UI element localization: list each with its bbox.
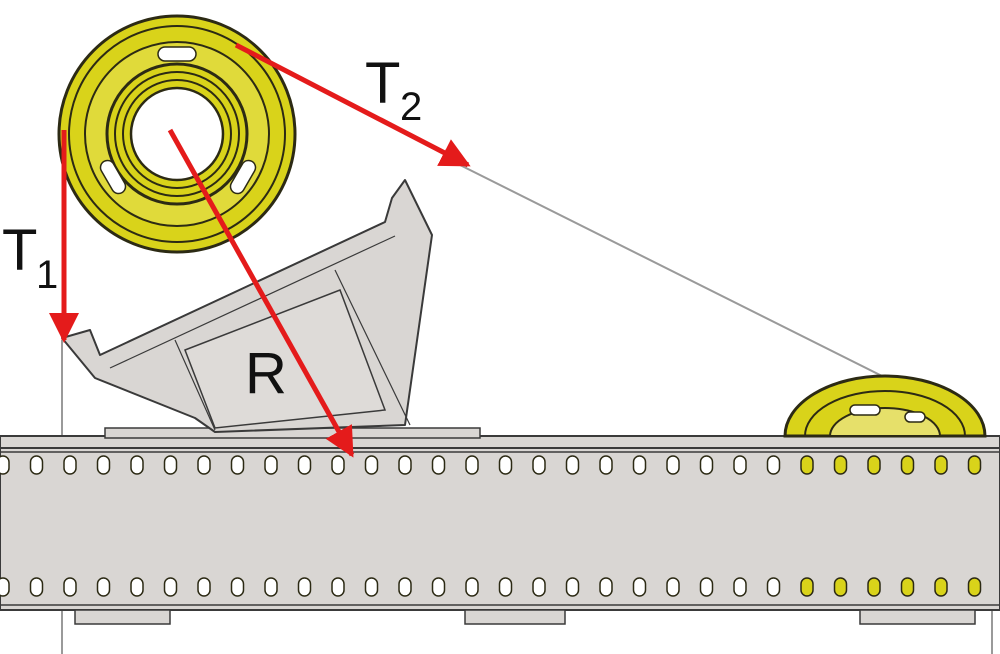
beam-slot (63, 455, 77, 475)
beam-slot (699, 455, 714, 475)
beam-foot (74, 609, 171, 625)
beam-foot (464, 609, 566, 625)
lower-pulley-wheel (783, 374, 987, 438)
beam-slot (498, 455, 513, 475)
beam-slot (800, 455, 814, 475)
beam-slot (264, 577, 278, 597)
beam-slot (63, 577, 77, 597)
beam-slot (163, 577, 178, 597)
beam-slot (431, 455, 446, 475)
beam-slot (197, 577, 211, 597)
belt-line-diagonal (459, 164, 901, 386)
beam-slot (364, 577, 379, 597)
beam-slot (532, 577, 546, 597)
beam-slot (733, 577, 747, 597)
beam-slot (297, 455, 312, 475)
beam-slot (96, 577, 111, 597)
beam-slot (197, 455, 211, 475)
beam-slot (297, 577, 312, 597)
beam-slot (29, 455, 44, 475)
beam-slot (967, 577, 982, 597)
beam-slot (699, 577, 714, 597)
t1-label: T (2, 218, 37, 283)
beam-slot (331, 455, 345, 475)
beam-slot (163, 455, 178, 475)
beam-slot (934, 577, 948, 597)
beam-slot (766, 455, 781, 475)
beam-slot (867, 455, 881, 475)
t2-force-arrow (234, 42, 471, 168)
beam-slot (465, 455, 479, 475)
beam-slot (498, 577, 513, 597)
r-label: R (245, 341, 287, 406)
beam-slot (833, 577, 848, 597)
beam-slot (800, 577, 814, 597)
beam-slot (130, 577, 144, 597)
idler-bracket (61, 179, 481, 439)
beam-slot (431, 577, 446, 597)
beam-slot (565, 577, 580, 597)
beam-slot (230, 455, 245, 475)
beam-slot (0, 577, 10, 597)
beam-foot (859, 609, 976, 625)
beam-slot (867, 577, 881, 597)
beam-slot-row-bottom (0, 577, 982, 597)
t1-subscript: 1 (36, 253, 58, 297)
beam-slot (96, 455, 111, 475)
beam-slot (632, 455, 647, 475)
beam-slot (331, 577, 345, 597)
beam-slot (398, 577, 412, 597)
beam-slot (230, 577, 245, 597)
beam-slot (900, 577, 915, 597)
beam-slot (900, 455, 915, 475)
upper-pulley-wheel (57, 14, 297, 254)
beam-slot (666, 455, 680, 475)
beam-slot (934, 455, 948, 475)
beam-slot (29, 577, 44, 597)
beam-slot (632, 577, 647, 597)
beam-slot (599, 577, 613, 597)
beam-slot (465, 577, 479, 597)
beam-slot (398, 455, 412, 475)
beam-slot (833, 455, 848, 475)
frame-beam (0, 435, 1000, 625)
t2-subscript: 2 (400, 85, 422, 129)
beam-slot (0, 455, 10, 475)
r-force-arrow (167, 128, 355, 458)
beam-slot (130, 455, 144, 475)
beam-slot-row-top (0, 455, 982, 475)
beam-slot (264, 455, 278, 475)
beam-slot (565, 455, 580, 475)
beam-slot (766, 577, 781, 597)
beam-slot (733, 455, 747, 475)
beam-slot (532, 455, 546, 475)
t2-label: T (365, 51, 400, 116)
beam-slot (967, 455, 982, 475)
beam-slot (666, 577, 680, 597)
beam-slot (364, 455, 379, 475)
beam-slot (599, 455, 613, 475)
